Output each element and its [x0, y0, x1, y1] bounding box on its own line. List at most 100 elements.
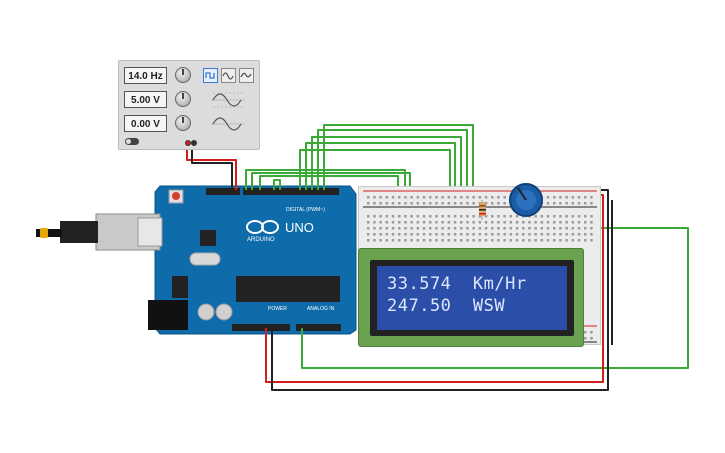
breadboard-hole[interactable]	[460, 196, 463, 199]
breadboard-hole[interactable]	[422, 196, 426, 199]
breadboard-hole[interactable]	[441, 221, 444, 224]
breadboard-hole[interactable]	[478, 227, 482, 230]
breadboard-hole[interactable]	[379, 215, 382, 218]
breadboard-hole[interactable]	[540, 239, 544, 242]
potentiometer[interactable]	[509, 183, 543, 217]
breadboard-hole[interactable]	[491, 239, 494, 242]
breadboard-hole[interactable]	[584, 331, 587, 334]
breadboard-hole[interactable]	[509, 227, 513, 230]
breadboard-hole[interactable]	[391, 221, 395, 224]
breadboard-hole[interactable]	[528, 221, 531, 224]
breadboard-hole[interactable]	[453, 233, 457, 236]
breadboard-hole[interactable]	[565, 196, 568, 199]
breadboard-hole[interactable]	[435, 233, 438, 236]
breadboard-hole[interactable]	[515, 227, 519, 230]
breadboard-hole[interactable]	[435, 221, 438, 224]
breadboard-hole[interactable]	[522, 239, 525, 242]
breadboard-hole[interactable]	[466, 233, 469, 236]
amplitude-field[interactable]: 5.00 V	[124, 91, 167, 108]
offset-knob[interactable]	[175, 115, 191, 131]
breadboard-hole[interactable]	[540, 227, 544, 230]
breadboard-hole[interactable]	[367, 239, 370, 242]
breadboard-hole[interactable]	[571, 227, 575, 230]
breadboard-hole[interactable]	[373, 233, 376, 236]
breadboard-hole[interactable]	[546, 202, 550, 205]
breadboard-hole[interactable]	[484, 221, 488, 224]
breadboard-hole[interactable]	[441, 227, 444, 230]
breadboard-hole[interactable]	[466, 215, 469, 218]
breadboard-hole[interactable]	[515, 221, 519, 224]
breadboard-hole[interactable]	[404, 239, 407, 242]
power-switch[interactable]	[125, 138, 139, 145]
breadboard-hole[interactable]	[559, 196, 562, 199]
breadboard-hole[interactable]	[404, 233, 407, 236]
breadboard-hole[interactable]	[590, 227, 593, 230]
breadboard-hole[interactable]	[429, 221, 432, 224]
breadboard-hole[interactable]	[422, 227, 426, 230]
breadboard-hole[interactable]	[522, 233, 525, 236]
breadboard-hole[interactable]	[565, 202, 568, 205]
breadboard-hole[interactable]	[577, 221, 581, 224]
breadboard-hole[interactable]	[584, 196, 587, 199]
breadboard-hole[interactable]	[460, 239, 463, 242]
breadboard-hole[interactable]	[484, 233, 488, 236]
breadboard-hole[interactable]	[478, 215, 482, 218]
breadboard-hole[interactable]	[466, 196, 469, 199]
breadboard-hole[interactable]	[466, 202, 469, 205]
breadboard-hole[interactable]	[404, 202, 407, 205]
breadboard-hole[interactable]	[565, 233, 568, 236]
breadboard-hole[interactable]	[577, 239, 581, 242]
breadboard-hole[interactable]	[478, 233, 482, 236]
breadboard-hole[interactable]	[590, 221, 593, 224]
breadboard-hole[interactable]	[435, 215, 438, 218]
breadboard-hole[interactable]	[584, 221, 587, 224]
breadboard-hole[interactable]	[584, 215, 587, 218]
breadboard-hole[interactable]	[553, 202, 556, 205]
breadboard-hole[interactable]	[484, 196, 488, 199]
breadboard-hole[interactable]	[584, 202, 587, 205]
breadboard-hole[interactable]	[553, 221, 556, 224]
breadboard-hole[interactable]	[410, 221, 413, 224]
breadboard-hole[interactable]	[460, 221, 463, 224]
breadboard-hole[interactable]	[460, 202, 463, 205]
breadboard-hole[interactable]	[453, 221, 457, 224]
breadboard-hole[interactable]	[447, 221, 451, 224]
breadboard-hole[interactable]	[559, 227, 562, 230]
breadboard-hole[interactable]	[540, 215, 544, 218]
breadboard-hole[interactable]	[590, 215, 593, 218]
breadboard-hole[interactable]	[416, 221, 420, 224]
breadboard-hole[interactable]	[540, 233, 544, 236]
breadboard-hole[interactable]	[590, 331, 593, 334]
breadboard-hole[interactable]	[373, 227, 376, 230]
breadboard-hole[interactable]	[497, 227, 500, 230]
breadboard-hole[interactable]	[429, 227, 432, 230]
breadboard-hole[interactable]	[546, 221, 550, 224]
breadboard-hole[interactable]	[379, 196, 382, 199]
breadboard-hole[interactable]	[373, 202, 376, 205]
breadboard-hole[interactable]	[379, 221, 382, 224]
breadboard-hole[interactable]	[503, 233, 506, 236]
breadboard-hole[interactable]	[472, 227, 475, 230]
breadboard-hole[interactable]	[553, 233, 556, 236]
breadboard-hole[interactable]	[497, 215, 500, 218]
breadboard-hole[interactable]	[546, 239, 550, 242]
breadboard-hole[interactable]	[422, 221, 426, 224]
breadboard-hole[interactable]	[429, 239, 432, 242]
breadboard-hole[interactable]	[472, 202, 475, 205]
breadboard-hole[interactable]	[422, 202, 426, 205]
breadboard-hole[interactable]	[509, 239, 513, 242]
breadboard-hole[interactable]	[584, 233, 587, 236]
breadboard-hole[interactable]	[491, 215, 494, 218]
breadboard-hole[interactable]	[460, 215, 463, 218]
breadboard-hole[interactable]	[534, 233, 537, 236]
breadboard-hole[interactable]	[484, 202, 488, 205]
breadboard-hole[interactable]	[447, 202, 451, 205]
breadboard-hole[interactable]	[491, 227, 494, 230]
breadboard-hole[interactable]	[373, 215, 376, 218]
breadboard-hole[interactable]	[404, 227, 407, 230]
breadboard-hole[interactable]	[503, 215, 506, 218]
breadboard-hole[interactable]	[577, 233, 581, 236]
amplitude-knob[interactable]	[175, 91, 191, 107]
breadboard-hole[interactable]	[472, 233, 475, 236]
